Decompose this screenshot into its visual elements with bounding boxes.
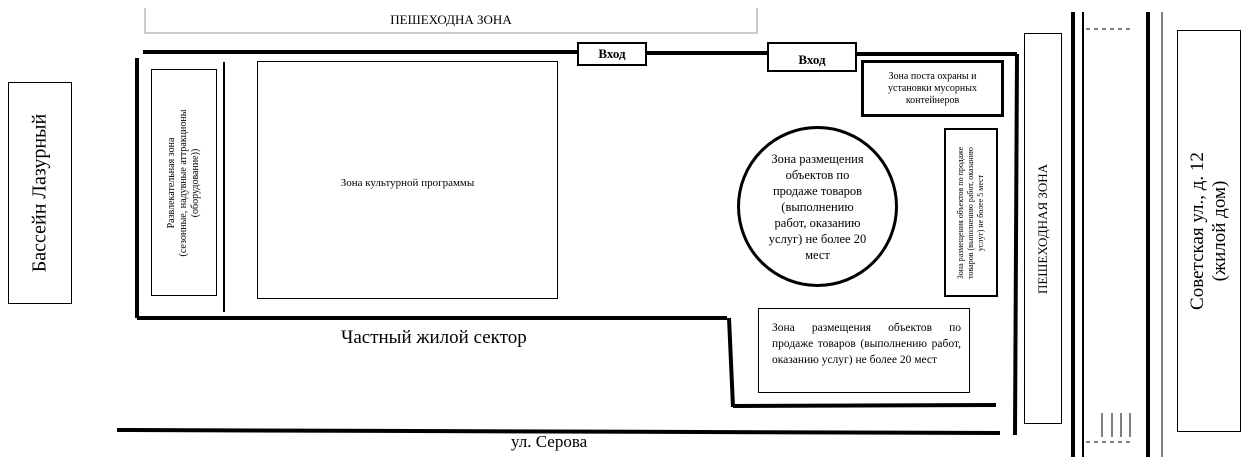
private-sector-label: Частный жилой сектор xyxy=(341,327,527,348)
entertainment-zone-line-3: (оборудование)) xyxy=(190,148,201,217)
entertainment-zone-label: Развлекательная зона (сезонные, надувные… xyxy=(166,109,202,256)
fence-step xyxy=(727,317,735,408)
pedestrian-zone-top-label: ПЕШЕХОДНА ЗОНА xyxy=(390,12,512,27)
trade-zone-small: Зона размещения объектов по продаже това… xyxy=(944,128,998,297)
trade-zone-small-line-3: услуг) не более 5 мест xyxy=(976,174,985,251)
culture-zone: Зона культурной программы xyxy=(257,61,558,299)
entertainment-zone-line-1: Развлекательная зона xyxy=(166,137,177,228)
residential-building-label: Советская ул., д. 12 (жилой дом) xyxy=(1187,152,1231,310)
street-serova-label: ул. Серова xyxy=(511,432,588,451)
trade-zone-small-line-1: Зона размещения объектов по продаже xyxy=(956,146,965,279)
pool-label: Бассейн Лазурный xyxy=(28,113,51,273)
security-zone: Зона поста охраны и установки мусорных к… xyxy=(861,60,1004,117)
pool-lazurny: Бассейн Лазурный xyxy=(8,82,72,304)
address-line-1: Советская ул., д. 12 xyxy=(1187,152,1208,310)
trade-zone-small-line-2: товаров (выполнению работ, оказанию xyxy=(966,146,975,279)
entrance-2: Вход xyxy=(767,42,857,72)
trade-zone-rect: Зона размещения объектов по продаже това… xyxy=(758,308,970,393)
fence-bottom-lower xyxy=(732,403,997,408)
culture-zone-label: Зона культурной программы xyxy=(340,177,475,189)
fence-right xyxy=(1013,53,1019,436)
pedestrian-zone-right: ПЕШЕХОДНАЯ ЗОНА xyxy=(1024,33,1062,424)
entertainment-zone: Развлекательная зона (сезонные, надувные… xyxy=(151,69,217,296)
pedestrian-zone-right-label: ПЕШЕХОДНАЯ ЗОНА xyxy=(1035,163,1050,294)
address-line-2: (жилой дом) xyxy=(1209,180,1230,282)
street-serova-line xyxy=(116,428,1001,435)
entrance-1: Вход xyxy=(577,42,647,66)
trade-zone-small-label: Зона размещения объектов по продаже това… xyxy=(956,146,986,278)
entertainment-zone-line-2: (сезонные, надувные аттракционы xyxy=(178,109,189,256)
residential-building: Советская ул., д. 12 (жилой дом) xyxy=(1177,30,1241,432)
trade-zone-circle: Зона размещения объектов по продаже това… xyxy=(737,126,898,287)
